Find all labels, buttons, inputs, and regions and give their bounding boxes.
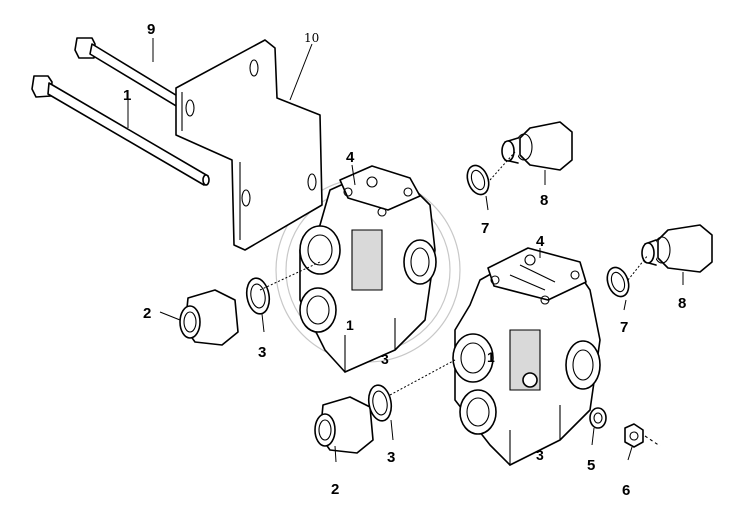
callout-1: 1 — [123, 87, 131, 104]
bracket-part-10 — [175, 39, 323, 251]
seal-ring-part-3-upper — [245, 277, 271, 315]
callout-6: 6 — [622, 482, 630, 499]
callout-2-upper: 2 — [143, 305, 151, 322]
callout-labels: 9 1 10 4 4 7 7 8 8 2 3 2 3 5 6 — [123, 21, 686, 499]
callout-9: 9 — [147, 21, 155, 38]
callout-4-upper: 4 — [346, 149, 355, 166]
bolt-part-1 — [31, 75, 210, 186]
callout-3-upper: 3 — [258, 344, 266, 361]
seal-ring-part-7-upper — [466, 164, 490, 196]
fitting-part-2-upper — [179, 289, 239, 346]
seal-ring-part-7-lower — [606, 266, 630, 298]
fitting-part-8-upper — [501, 121, 573, 171]
fitting-part-8-lower — [641, 224, 713, 273]
valve-a-port-mark: 1 — [346, 317, 354, 333]
valve-a-base-mark: 3 — [381, 351, 389, 367]
fitting-part-2-lower — [314, 396, 374, 454]
callout-8-lower: 8 — [678, 295, 686, 312]
callout-7-upper: 7 — [481, 220, 489, 237]
washer-part-5 — [589, 407, 607, 429]
callout-7-lower: 7 — [620, 319, 628, 336]
seal-ring-part-3-lower — [367, 384, 393, 422]
valve-b-port-mark: 1 — [487, 349, 495, 365]
nut-part-6 — [624, 423, 661, 448]
relay-valve-a: 1 3 — [299, 165, 437, 373]
callout-10: 10 — [304, 31, 319, 45]
callout-4-lower: 4 — [536, 233, 545, 250]
callout-3-lower: 3 — [387, 449, 395, 466]
relay-valve-b: 1 3 — [452, 247, 601, 466]
leader-lines — [127, 38, 684, 463]
callout-2-lower: 2 — [331, 481, 339, 498]
callout-5: 5 — [587, 457, 595, 474]
valve-b-base-mark: 3 — [536, 447, 544, 463]
callout-8-upper: 8 — [540, 192, 548, 209]
